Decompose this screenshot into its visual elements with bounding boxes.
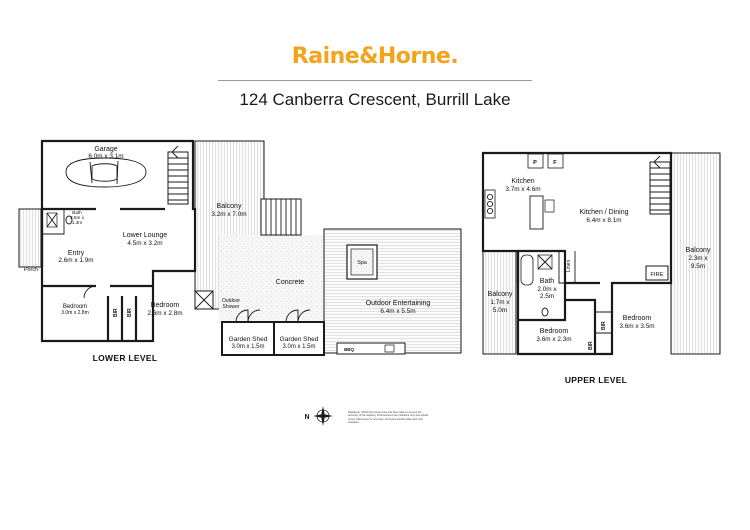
- shed1-door-swings: [235, 309, 261, 323]
- upper-bedroom1-label: Bedroom: [540, 328, 569, 335]
- lower-stairs: [167, 145, 189, 205]
- upper-stairs: [649, 155, 671, 215]
- garden-shed1-dim: 3.0m x 1.5m: [231, 344, 264, 350]
- lower-bath-label: Bath: [72, 210, 82, 215]
- bbq-counter: [336, 342, 406, 355]
- garden-shed2-dim: 3.0m x 1.5m: [282, 344, 315, 350]
- upper-level-title: UPPER LEVEL: [565, 375, 627, 385]
- upper-bedroom2-label: Bedroom: [623, 315, 652, 322]
- fridge-box: [547, 153, 564, 169]
- fireplace-box: [645, 265, 669, 281]
- upper-balcony-right-label: Balcony: [686, 247, 711, 254]
- upper-bir1-label: BIR: [588, 341, 594, 350]
- upper-balcony-left-deck: [482, 250, 517, 355]
- bath-walls: [42, 209, 65, 235]
- upper-balcony-right-dim1: 2.3m x: [688, 255, 708, 262]
- upper-bedroom2-dim: 3.6m x 3.5m: [619, 323, 654, 330]
- garden-shed-1: [221, 321, 275, 356]
- lower-level-plan: Garage 6.0m x 3.1m Bath 2.5m x 1.3m Lowe…: [18, 139, 462, 363]
- compass-north-label: N: [304, 414, 309, 421]
- lower-level-title: LOWER LEVEL: [93, 353, 158, 363]
- kitchen-dim: 3.7m x 4.6m: [505, 186, 540, 193]
- brand-ampersand: &: [359, 44, 378, 69]
- compass-icon: N: [304, 406, 333, 426]
- lower-balcony-label: Balcony: [217, 203, 242, 210]
- brand-dot: .: [450, 44, 459, 69]
- kitchen-island: [529, 195, 544, 230]
- pantry-box: [527, 153, 544, 169]
- lower-lounge-dim: 4.5m x 3.2m: [127, 240, 162, 247]
- upper-balcony-left-dim2: 5.0m: [493, 307, 507, 314]
- kitchen-dining-dim: 6.4m x 8.1m: [586, 217, 621, 224]
- upper-level-plan: P F Kitchen 3.7m x 4.6m Kitchen / Dining…: [481, 151, 721, 385]
- kitchen-dining-label: Kitchen / Dining: [579, 209, 628, 216]
- bbq-label: BBQ: [344, 347, 354, 352]
- porch-deck: [18, 208, 42, 268]
- lower-lounge-label: Lower Lounge: [123, 232, 167, 239]
- outdoor-entertaining-deck: [323, 228, 462, 354]
- lower-bath-dim2: 1.3m: [72, 220, 82, 225]
- upper-bir2-label: BIR: [601, 321, 607, 330]
- bathtub: [520, 254, 534, 286]
- upper-house-outline: [481, 151, 673, 356]
- lower-bath-dim1: 2.5m x: [70, 215, 84, 220]
- brand-word-horne: Horne: [377, 44, 451, 69]
- outdoor-shower-label2: Shower: [223, 304, 240, 310]
- entry-label: Entry: [68, 250, 85, 257]
- porch-label: Porch: [24, 267, 38, 273]
- brand-logo: Raine&Horne.: [0, 44, 750, 69]
- bedroom-divider: [565, 298, 597, 354]
- fire-label: FIRE: [650, 272, 663, 278]
- property-address: 124 Canberra Crescent, Burrill Lake: [239, 90, 511, 109]
- outdoor-entertaining-label: Outdoor Entertaining: [366, 300, 431, 307]
- lower-bedroom2-dim: 2.6m x 2.8m: [147, 310, 182, 317]
- upper-bath-label: Bath: [540, 278, 555, 285]
- concrete-area: [219, 235, 324, 323]
- lower-bir1-label: BIR: [113, 308, 119, 317]
- bir-walls: [106, 296, 138, 341]
- lower-bir2-label: BIR: [127, 308, 133, 317]
- linen-label: Linen: [566, 260, 572, 272]
- cooktop: [484, 189, 496, 219]
- upper-balcony-left-dim1: 1.7m x: [490, 299, 510, 306]
- upper-balcony-right-dim2: 9.5m: [691, 263, 705, 270]
- garden-shed-2: [273, 321, 325, 356]
- kitchen-label: Kitchen: [511, 178, 534, 185]
- header-divider: [218, 80, 532, 81]
- lower-house-outline: [40, 139, 197, 343]
- bbq-sink: [384, 344, 395, 353]
- outdoor-entertaining-dim: 6.4m x 5.5m: [380, 308, 415, 315]
- upper-bath-dim2: 2.5m: [540, 293, 554, 300]
- kitchen-sink: [544, 199, 555, 213]
- lower-bedroom2-label: Bedroom: [151, 302, 180, 309]
- pantry-label: P: [533, 160, 537, 166]
- fridge-label: F: [553, 160, 557, 166]
- outdoor-shower-label1: Outdoor: [222, 298, 240, 304]
- spa-label: Spa: [357, 260, 367, 266]
- outdoor-shower-cross: [194, 290, 214, 310]
- entry-dim: 2.6m x 1.9m: [58, 257, 93, 264]
- lower-bedroom1-label: Bedroom: [63, 304, 87, 310]
- upper-bedroom1-dim: 3.6m x 2.3m: [536, 336, 571, 343]
- garage-label: Garage: [94, 146, 117, 153]
- disclaimer-text: Disclaimer: Whilst the utmost care has b…: [348, 411, 429, 425]
- upper-hall-wall: [518, 249, 600, 285]
- car-icon: [65, 157, 147, 188]
- lower-bedroom1-dim: 3.0m x 2.8m: [61, 310, 89, 316]
- linen-cupboard: [558, 251, 576, 284]
- shed2-door-swings: [285, 309, 311, 323]
- balcony-stairs: [260, 198, 302, 236]
- concrete-label: Concrete: [276, 279, 305, 286]
- lower-balcony-dim: 3.2m x 7.0m: [211, 211, 246, 218]
- upper-balcony-left-label: Balcony: [488, 291, 513, 298]
- garden-shed2-label: Garden Shed: [280, 336, 319, 343]
- upper-bath-dim1: 2.0m x: [537, 286, 557, 293]
- garage-dim: 6.0m x 3.1m: [88, 153, 123, 160]
- garden-shed1-label: Garden Shed: [229, 336, 268, 343]
- spa-inner: [350, 248, 374, 276]
- brand-word-raine: Raine: [291, 44, 360, 69]
- upper-bath-walls: [516, 251, 567, 322]
